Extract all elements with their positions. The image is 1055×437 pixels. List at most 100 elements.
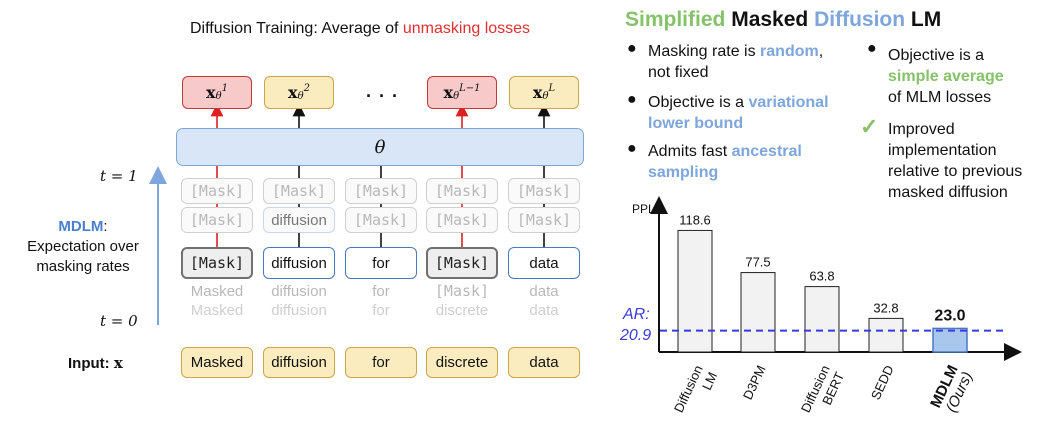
right-title: Simplified Masked Diffusion LM (625, 8, 941, 32)
title-word-lm: LM (910, 8, 942, 31)
ghost-row5-1: Masked (190, 301, 244, 319)
bullet-1-text-a: Masking rate is (648, 43, 761, 60)
bullet-2-text-a: Objective is a (648, 94, 749, 111)
bar-value-label-5: 23.0 (934, 307, 965, 324)
ghost-row2-1: [Mask] (181, 207, 253, 233)
pred-4-sup: L (548, 83, 556, 94)
ghost-top-3: [Mask] (345, 178, 417, 204)
pred-1-sub: θ (215, 91, 222, 102)
x-tick-label-1-line-2: LM (699, 370, 720, 393)
pred-1-base: x (206, 83, 216, 102)
bullet-2: Objective is a variational lower bound (648, 92, 829, 134)
ghost-row4-2: diffusion (271, 282, 327, 300)
bullet-4-text-a: Objective is a (888, 47, 985, 64)
pred-2-base: x (288, 83, 298, 102)
bullet-dot-4: ● (867, 40, 877, 57)
bar-3 (804, 286, 840, 353)
ghost-row5-3: for (372, 301, 390, 319)
ghost-row5-5: data (529, 301, 559, 319)
bullet-5-line-3: relative to previous (888, 163, 1023, 180)
bullet-5-line-1: Improved (888, 121, 955, 138)
bullet-4-text-b: of MLM losses (888, 89, 992, 106)
current-token-2: diffusion (263, 247, 335, 279)
bullet-5-line-4: masked diffusion (888, 184, 1008, 201)
ghost-row5-2: diffusion (271, 301, 327, 319)
mdlm-annotation: MDLM: Expectation over masking rates (8, 217, 158, 277)
bar-4 (868, 317, 904, 353)
x-tick-label-4-line-1: SEDD (868, 363, 897, 402)
input-token-5: data (508, 347, 580, 378)
ghost-top-2: [Mask] (263, 178, 335, 204)
bullet-3-highlight-2: sampling (648, 164, 719, 181)
ghost-top-5: [Mask] (508, 178, 580, 204)
left-title: Diffusion Training: Average of unmasking… (190, 20, 530, 38)
bar-value-label-1: 118.6 (679, 212, 711, 227)
x-tick-label-1-line-1: Diffusion (671, 363, 706, 415)
ghost-row2-3: [Mask] (345, 207, 417, 233)
current-token-5: data (508, 247, 580, 279)
title-word-diffusion: Diffusion (814, 8, 906, 31)
ghost-row4-5: data (529, 282, 559, 300)
bullet-dot-2: ● (627, 91, 637, 108)
bullet-1-highlight: random (760, 43, 819, 60)
ellipsis: · · · (366, 86, 399, 106)
ghost-row2-4: [Mask] (426, 207, 498, 233)
bullet-2-highlight-2: lower bound (648, 115, 744, 132)
current-token-1: [Mask] (181, 247, 253, 279)
bullet-4: Objective is a simple average of MLM los… (888, 45, 1004, 108)
bullet-dot-1: ● (627, 40, 637, 57)
pred-3-base: x (443, 83, 454, 102)
mdlm-word: MDLM (58, 218, 104, 235)
ghost-row4-4: [Mask] (434, 282, 490, 300)
bar-value-label-2: 77.5 (745, 255, 770, 270)
mdlm-line-1: Expectation over (27, 238, 139, 255)
pred-2-sub: θ (297, 91, 304, 102)
bullet-1-text-c: not fixed (648, 64, 709, 81)
theta-model-box: θ (176, 128, 584, 166)
current-token-3: for (345, 247, 417, 279)
title-word-simplified: Simplified (625, 8, 726, 31)
bullet-4-highlight: simple average (888, 68, 1004, 85)
pred-4-base: x (532, 83, 543, 102)
bar-2 (740, 272, 776, 353)
bullet-1: Masking rate is random, not fixed (648, 41, 823, 83)
t0-label: t = 0 (100, 312, 138, 330)
ghost-row4-1: Masked (190, 282, 244, 300)
input-token-1: Masked (181, 347, 253, 378)
input-label-text: Input: (68, 355, 114, 372)
ghost-row2-2: diffusion (263, 207, 335, 233)
bullet-3-text-a: Admits fast (648, 143, 732, 160)
checkmark-icon: ✓ (860, 114, 879, 139)
pred-3-sub: θ (453, 91, 460, 102)
bullet-3: Admits fast ancestral sampling (648, 141, 802, 183)
input-token-2: diffusion (263, 347, 335, 378)
title-word-masked: Masked (731, 8, 809, 31)
pred-2-sup: 2 (303, 83, 310, 94)
bar-value-label-3: 63.8 (809, 269, 834, 284)
bar-5 (932, 327, 968, 353)
bar-value-label-4: 32.8 (873, 300, 898, 315)
bullet-5: Improved implementation relative to prev… (888, 119, 1022, 203)
ghost-row2-5: [Mask] (508, 207, 580, 233)
x-tick-label-2-line-1: D3PM (740, 363, 769, 402)
bullet-1-text-b: , (818, 43, 824, 60)
pred-4-sub: θ (542, 91, 549, 102)
ghost-row5-4: discrete (435, 301, 489, 319)
ghost-top-4: [Mask] (426, 178, 498, 204)
ghost-row4-3: for (372, 282, 390, 300)
bullet-dot-3: ● (627, 140, 637, 157)
pred-3-sup: L−1 (459, 83, 481, 94)
x-tick-label-4: SEDD (868, 363, 897, 402)
bullet-5-line-2: implementation (888, 142, 997, 159)
left-title-prefix: Diffusion Training: Average of (190, 20, 403, 37)
pred-1-sup: 1 (221, 83, 228, 94)
mdlm-line-2: masking rates (36, 258, 130, 275)
input-symbol: x (113, 354, 123, 372)
